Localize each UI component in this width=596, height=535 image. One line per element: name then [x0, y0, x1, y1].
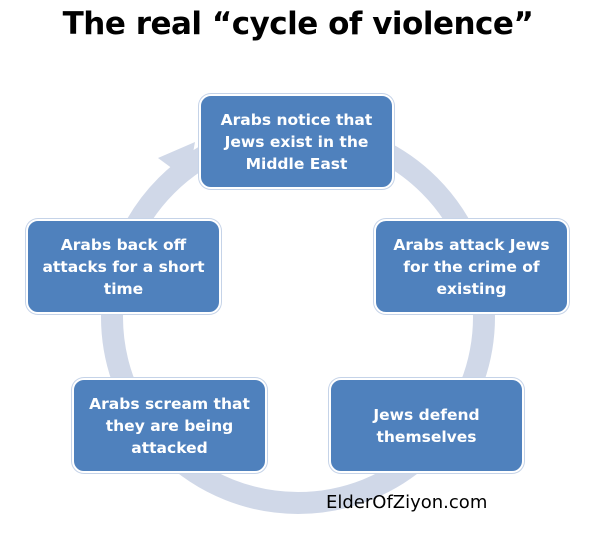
- watermark-text: ElderOfZiyon.com: [326, 492, 488, 513]
- cycle-arrowhead: [158, 142, 195, 180]
- diagram-title: The real “cycle of violence”: [62, 6, 534, 42]
- cycle-step-back-off: Arabs back off attacks for a short time: [26, 219, 221, 314]
- cycle-step-defend: Jews defend themselves: [329, 378, 524, 473]
- cycle-step-scream: Arabs scream that they are being attacke…: [72, 378, 267, 473]
- cycle-step-attack: Arabs attack Jews for the crime of exist…: [374, 219, 569, 314]
- cycle-step-notice: Arabs notice that Jews exist in the Midd…: [199, 94, 394, 189]
